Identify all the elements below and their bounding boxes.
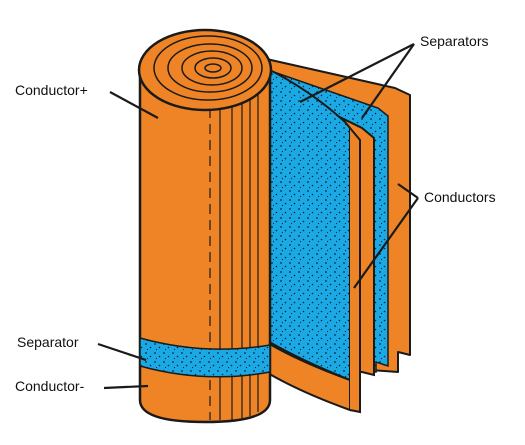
leader-lines	[97, 43, 419, 390]
label-conductor-plus: Conductor+	[15, 82, 88, 98]
front-conductor-edge	[349, 127, 361, 414]
roll-spiral	[153, 35, 263, 101]
label-separator: Separator	[17, 334, 79, 350]
label-separators: Separators	[420, 33, 489, 49]
front-separator-sheet	[265, 66, 351, 382]
separator-band	[139, 337, 271, 378]
label-conductors: Conductors	[424, 189, 496, 205]
label-conductor-minus: Conductor-	[15, 378, 85, 394]
roll-body	[138, 68, 272, 424]
